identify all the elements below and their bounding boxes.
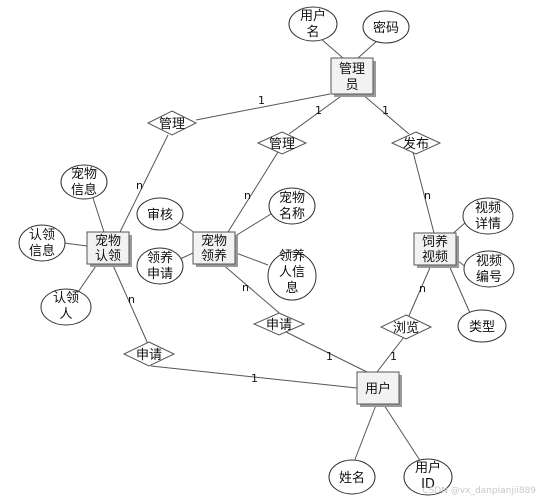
svg-text:发布: 发布 xyxy=(403,136,429,152)
svg-text:人: 人 xyxy=(59,307,72,322)
attribute-user-name: 姓名 xyxy=(328,459,376,495)
entity-user-line-1: 用户 xyxy=(365,381,391,397)
relationship-apply-adoption: 申请 xyxy=(122,341,176,367)
attribute-adoption-person: 认领 人 xyxy=(40,288,92,326)
cardinality-label: n xyxy=(419,282,426,295)
relationship-publish: 发布 xyxy=(390,131,442,155)
relationship-manage-adoption: 管理 xyxy=(146,110,198,136)
relationship-browse: 浏览 xyxy=(379,314,433,340)
entity-adoption: 宠物 认领 xyxy=(86,231,132,267)
cardinality-label: 1 xyxy=(315,104,322,117)
entity-adoption-line-2: 认领 xyxy=(95,249,121,264)
svg-text:领养: 领养 xyxy=(279,248,305,264)
cardinality-labels: 1 1 1 n n n n n n 1 1 1 xyxy=(128,94,431,385)
entity-video-line-1: 饲养 xyxy=(422,234,448,250)
svg-text:信息: 信息 xyxy=(71,182,97,198)
svg-text:人信: 人信 xyxy=(279,265,305,280)
entity-video: 饲养 视频 xyxy=(413,232,459,268)
cardinality-label: 1 xyxy=(390,350,397,363)
entity-admin: 管理 员 xyxy=(330,57,376,97)
svg-text:认领: 认领 xyxy=(53,291,79,306)
entity-fostering-line-2: 领养 xyxy=(201,248,227,264)
attribute-fostering-petname: 宠物 名称 xyxy=(268,187,316,225)
svg-text:编号: 编号 xyxy=(476,270,502,285)
cardinality-label: n xyxy=(424,189,431,202)
entity-adoption-line-1: 宠物 xyxy=(95,233,121,249)
relationship-apply-fostering: 申请 xyxy=(252,312,306,336)
svg-text:ID: ID xyxy=(421,477,435,492)
svg-text:信息: 信息 xyxy=(29,243,55,259)
cardinality-label: n xyxy=(136,179,143,192)
svg-text:视频: 视频 xyxy=(476,254,502,269)
svg-text:管理: 管理 xyxy=(159,117,185,132)
svg-text:视频: 视频 xyxy=(475,201,501,216)
entity-admin-line-1: 管理 xyxy=(339,62,365,77)
attribute-video-type: 类型 xyxy=(457,309,507,343)
entity-video-line-2: 视频 xyxy=(422,250,448,265)
svg-text:用户: 用户 xyxy=(415,460,441,476)
connector-lines xyxy=(63,37,471,463)
watermark-text: CSDN @vx_danpianjii889 xyxy=(422,486,536,496)
svg-text:申请: 申请 xyxy=(147,267,173,282)
attribute-fostering-personinfo: 领养 人信 息 xyxy=(267,248,317,301)
entity-user: 用户 xyxy=(356,371,402,407)
attribute-fostering-review: 审核 xyxy=(136,197,184,231)
svg-text:密码: 密码 xyxy=(373,20,399,36)
svg-text:申请: 申请 xyxy=(266,318,292,333)
attribute-video-detail: 视频 详情 xyxy=(462,197,514,235)
entity-fostering: 宠物 领养 xyxy=(192,231,238,267)
cardinality-label: n xyxy=(128,293,135,306)
svg-text:名: 名 xyxy=(306,24,319,40)
cardinality-label: n xyxy=(242,281,249,294)
attribute-fostering-apply: 领养 申请 xyxy=(136,247,184,285)
attribute-adoption-info: 认领 信息 xyxy=(18,224,66,262)
cardinality-label: n xyxy=(244,189,251,202)
relationship-manage-fostering: 管理 xyxy=(256,131,308,155)
svg-text:管理: 管理 xyxy=(269,137,295,152)
attribute-admin-password: 密码 xyxy=(362,10,410,44)
cardinality-label: 1 xyxy=(258,94,265,107)
svg-text:姓名: 姓名 xyxy=(339,470,365,486)
cardinality-label: 1 xyxy=(326,350,333,363)
svg-text:审核: 审核 xyxy=(147,208,173,223)
attribute-adoption-petinfo: 宠物 信息 xyxy=(60,164,108,200)
entity-admin-line-2: 员 xyxy=(345,78,358,93)
svg-text:领养: 领养 xyxy=(147,250,173,266)
svg-text:类型: 类型 xyxy=(469,320,495,335)
svg-text:宠物: 宠物 xyxy=(279,190,305,206)
svg-text:申请: 申请 xyxy=(136,348,162,363)
cardinality-label: 1 xyxy=(382,104,389,117)
svg-text:认领: 认领 xyxy=(29,228,55,243)
svg-text:名称: 名称 xyxy=(279,206,305,222)
svg-text:用户: 用户 xyxy=(300,8,326,24)
svg-text:息: 息 xyxy=(285,280,298,296)
attribute-video-number: 视频 编号 xyxy=(463,250,515,288)
svg-text:浏览: 浏览 xyxy=(393,320,419,336)
attribute-admin-username: 用户 名 xyxy=(288,6,338,42)
attribute-user-id: 用户 ID xyxy=(403,458,453,496)
cardinality-label: 1 xyxy=(251,372,258,385)
svg-text:详情: 详情 xyxy=(475,217,501,232)
svg-text:宠物: 宠物 xyxy=(71,166,97,182)
entity-fostering-line-1: 宠物 xyxy=(201,233,227,249)
